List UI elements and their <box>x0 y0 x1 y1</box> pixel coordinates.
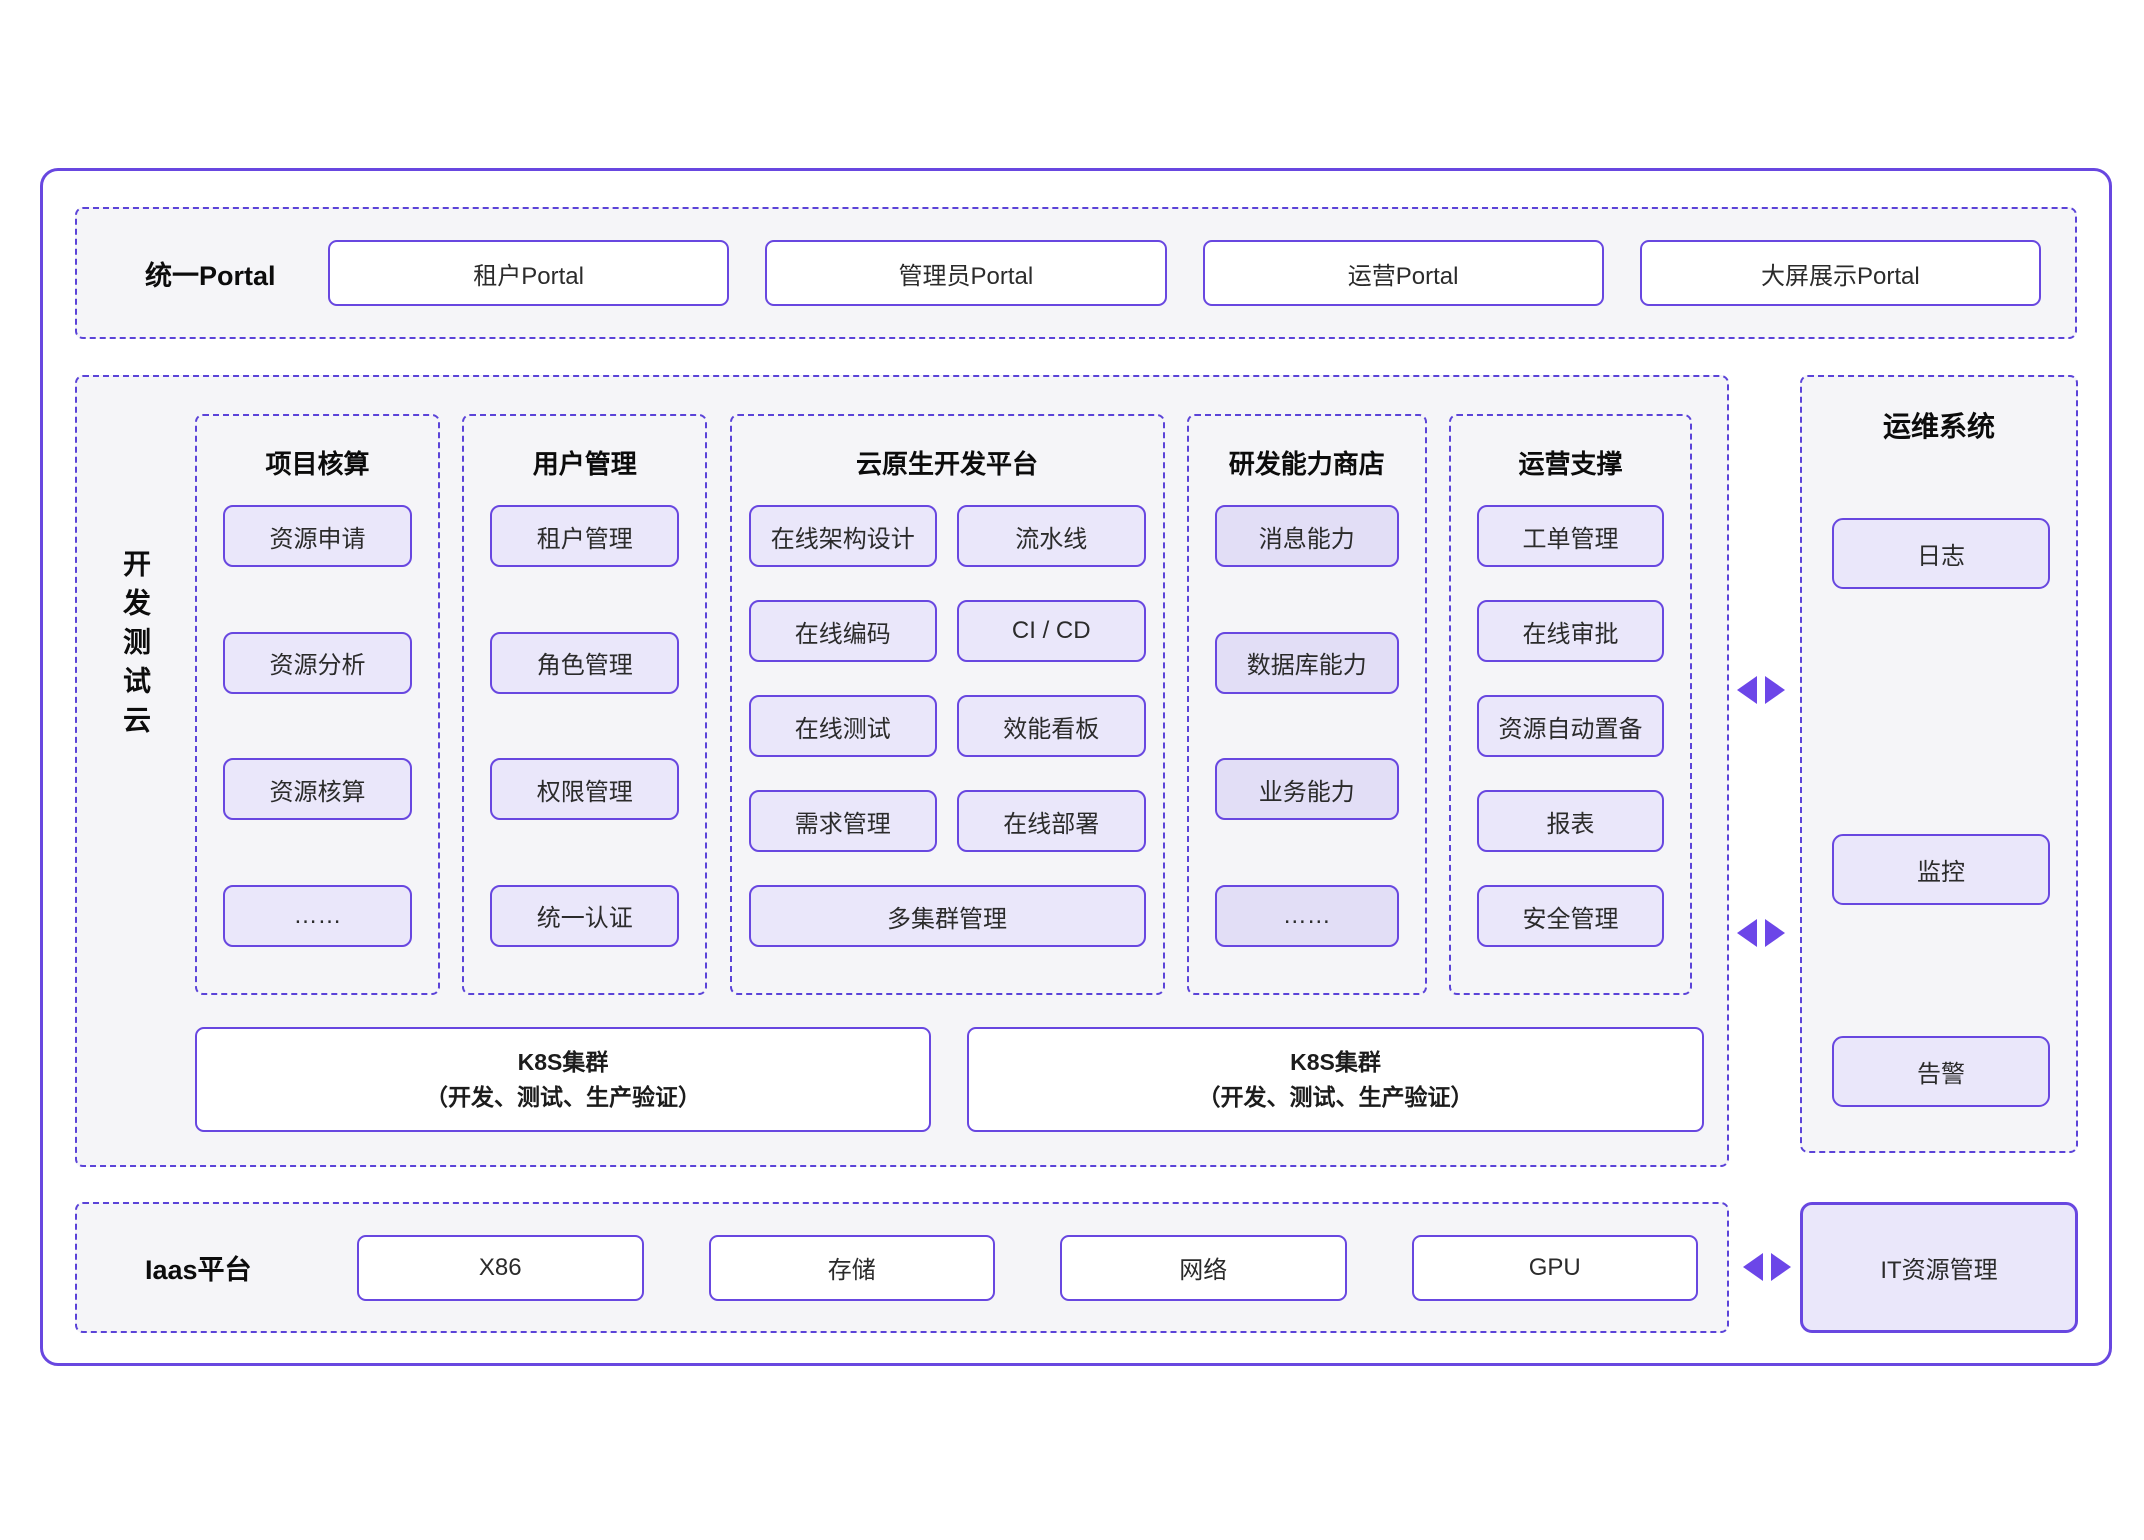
portal-box-operation: 运营Portal <box>1202 240 1604 306</box>
module-box: 统一认证 <box>490 884 680 947</box>
column-boxes: 工单管理 在线审批 资源自动置备 报表 安全管理 <box>1451 505 1690 947</box>
module-box: 资源分析 <box>223 631 412 694</box>
k8s-cluster-subtitle: （开发、测试、生产验证） <box>425 1083 701 1110</box>
iaas-box-network: 网络 <box>1060 1234 1347 1301</box>
k8s-cluster-title: K8S集群 <box>1290 1048 1381 1075</box>
module-row: 在线架构设计 流水线 <box>748 505 1146 567</box>
module-row: 在线编码 CI / CD <box>748 600 1146 662</box>
iaas-box-gpu: GPU <box>1411 1234 1698 1301</box>
module-row: 需求管理 在线部署 <box>748 790 1146 852</box>
ops-box-alarm: 告警 <box>1832 1036 2050 1107</box>
module-box: 在线测试 <box>748 695 937 757</box>
column-operation-support: 运营支撑 工单管理 在线审批 资源自动置备 报表 安全管理 <box>1449 414 1692 995</box>
iaas-section-label: Iaas平台 <box>145 1255 252 1285</box>
module-box: 角色管理 <box>490 631 680 694</box>
k8s-cluster-box: K8S集群 （开发、测试、生产验证） <box>967 1027 1704 1132</box>
k8s-cluster-box: K8S集群 （开发、测试、生产验证） <box>195 1027 931 1132</box>
portal-section-label: 统一Portal <box>145 260 276 291</box>
module-box: 资源申请 <box>223 505 412 567</box>
ops-system-panel: 运维系统 日志 监控 告警 <box>1800 375 2078 1153</box>
module-box: 需求管理 <box>748 790 937 852</box>
it-resource-management-box: IT资源管理 <box>1800 1202 2078 1333</box>
module-box: 资源自动置备 <box>1477 695 1664 757</box>
portal-box-bigscreen: 大屏展示Portal <box>1639 240 2041 306</box>
column-user-management: 用户管理 租户管理 角色管理 权限管理 统一认证 <box>462 414 708 995</box>
main-container: 统一Portal 租户Portal 管理员Portal 运营Portal 大屏展… <box>40 168 2112 1366</box>
module-box: 流水线 <box>957 505 1146 567</box>
ops-box-log: 日志 <box>1832 518 2050 589</box>
column-boxes: 消息能力 数据库能力 业务能力 …… <box>1189 505 1425 947</box>
column-boxes: 资源申请 资源分析 资源核算 …… <box>197 505 438 947</box>
sync-arrows-icon <box>1737 919 1785 947</box>
module-row: 在线测试 效能看板 <box>748 695 1146 757</box>
column-title: 云原生开发平台 <box>855 449 1038 479</box>
iaas-box-x86: X86 <box>357 1234 644 1301</box>
dev-test-cloud-section: 开发测试云 项目核算 资源申请 资源分析 资源核算 …… 用户管理 租户管理 <box>75 375 1729 1167</box>
module-box: CI / CD <box>957 600 1146 662</box>
module-box: 在线编码 <box>748 600 937 662</box>
module-box: 报表 <box>1477 790 1664 852</box>
portal-box-admin: 管理员Portal <box>765 240 1167 306</box>
module-box: 数据库能力 <box>1214 631 1399 694</box>
sync-arrows-icon <box>1737 676 1785 704</box>
column-cloud-native-platform: 云原生开发平台 在线架构设计 流水线 在线编码 CI / CD 在线测试 效能看 <box>729 414 1165 995</box>
k8s-cluster-title: K8S集群 <box>517 1048 609 1075</box>
module-box: 权限管理 <box>490 758 680 821</box>
column-boxes: 在线架构设计 流水线 在线编码 CI / CD 在线测试 效能看板 需求管理 <box>732 505 1163 947</box>
module-box: 在线架构设计 <box>748 505 937 567</box>
module-box: 消息能力 <box>1214 505 1399 567</box>
module-box-ellipsis: …… <box>1214 884 1399 947</box>
column-title: 运营支撑 <box>1518 449 1623 479</box>
k8s-cluster-subtitle: （开发、测试、生产验证） <box>1197 1083 1474 1110</box>
module-columns: 项目核算 资源申请 资源分析 资源核算 …… 用户管理 租户管理 角色管理 权限… <box>195 414 1692 995</box>
column-rd-capability-store: 研发能力商店 消息能力 数据库能力 业务能力 …… <box>1186 414 1427 995</box>
module-box: 工单管理 <box>1477 505 1664 567</box>
iaas-section: Iaas平台 X86 存储 网络 GPU <box>75 1202 1729 1333</box>
iaas-box-storage: 存储 <box>708 1234 995 1301</box>
column-boxes: 租户管理 角色管理 权限管理 统一认证 <box>464 505 705 947</box>
module-box: 业务能力 <box>1214 758 1399 821</box>
module-box: 在线部署 <box>957 790 1146 852</box>
sync-arrows-icon <box>1743 1253 1791 1281</box>
column-title: 研发能力商店 <box>1228 449 1385 479</box>
portal-section: 统一Portal 租户Portal 管理员Portal 运营Portal 大屏展… <box>75 207 2077 339</box>
module-box-multicluster: 多集群管理 <box>748 885 1146 947</box>
module-box: 租户管理 <box>490 505 680 567</box>
column-project-accounting: 项目核算 资源申请 资源分析 资源核算 …… <box>195 414 440 995</box>
column-title: 项目核算 <box>265 449 370 479</box>
module-box: 在线审批 <box>1477 600 1664 662</box>
column-title: 用户管理 <box>532 449 637 479</box>
module-box: 安全管理 <box>1477 885 1664 947</box>
module-box: 效能看板 <box>957 695 1146 757</box>
module-box: 资源核算 <box>223 758 412 821</box>
dev-test-cloud-label: 开发测试云 <box>120 549 151 744</box>
ops-system-title: 运维系统 <box>1882 411 1995 442</box>
portal-box-tenant: 租户Portal <box>328 240 730 306</box>
module-box-ellipsis: …… <box>223 884 412 947</box>
ops-box-monitor: 监控 <box>1832 834 2050 905</box>
